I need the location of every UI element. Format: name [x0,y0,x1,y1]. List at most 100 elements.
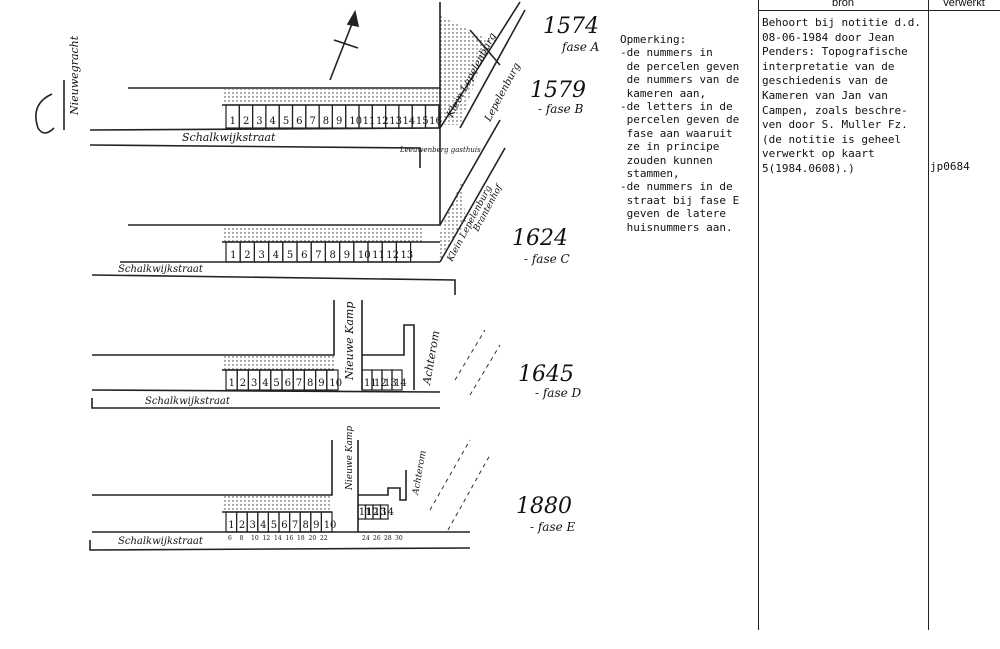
house-number: 24 [362,535,370,542]
parcel-cell [424,104,440,129]
parcel-number: 7 [315,250,321,261]
phase-year-b: 1579 [530,78,586,103]
header-verwerkt: verwerkt [943,0,985,9]
table-divider-left [758,0,759,630]
parcel-number: 13 [389,116,402,127]
parcel-number: 5 [283,116,289,127]
phase-year-e: 1880 [516,494,572,519]
parcel-number: 3 [256,116,262,127]
house-number: 16 [286,535,294,542]
parcel-number: 7 [296,378,302,389]
parcel-number: 4 [270,116,276,127]
parcel-number: 16 [429,116,442,127]
parcel-number: 15 [416,116,429,127]
house-number: 22 [320,535,328,542]
parcel-number: 12 [376,116,389,127]
parcel-cell [391,369,403,391]
parcel-number: 11 [359,507,372,518]
parcel-number: 1 [230,116,236,127]
parcel-number: 12 [366,507,379,518]
north-arrow [329,9,360,81]
house-number: 26 [373,535,381,542]
house-number: 8 [240,535,244,542]
house-number: 6 [228,535,232,542]
phase-year-d: 1645 [518,362,574,387]
parcel-cell [320,511,333,533]
parcel-cell [379,504,389,520]
phase-label-b: - fase B [538,102,584,116]
label-nieuwe-kamp-e: Nieuwe Kamp [345,426,355,491]
parcel-number: 10 [358,250,371,261]
house-number: 28 [384,535,392,542]
parcel-number: 2 [244,250,250,261]
parcel-number: 9 [344,250,350,261]
parcel-number: 8 [323,116,329,127]
parcel-number: 8 [330,250,336,261]
canal-mark [35,93,55,134]
phase-label-a: fase A [562,40,600,54]
parcel-number: 13 [384,378,397,389]
phase-label-e: - fase E [530,520,576,534]
house-number: 18 [297,535,305,542]
parcel-number: 14 [394,378,407,389]
parcel-number: 4 [273,250,279,261]
parcel-number: 6 [285,378,291,389]
house-number: 12 [263,535,271,542]
parcel-number: 1 [229,378,235,389]
parcel-number: 9 [318,378,324,389]
house-number: 10 [251,535,259,542]
parcel-number: 3 [251,378,257,389]
parcel-number: 3 [250,520,256,531]
label-achterom-e: Achterom [411,450,429,497]
parcel-number: 8 [307,378,313,389]
house-number: 30 [395,535,403,542]
parcel-number: 5 [271,520,277,531]
parcel-number: 8 [303,520,309,531]
label-leeuwenberg: Leeuwenberg gasthuis [399,146,481,154]
parcel-number: 10 [329,378,342,389]
street-label-schalkwijkstraat-e: Schalkwijkstraat [118,536,204,547]
parcel-number: 2 [239,520,245,531]
remark-note: Opmerking: -de nummers in de percelen ge… [620,33,740,234]
parcel-number: 11 [363,116,376,127]
parcel-number: 4 [260,520,266,531]
parcel-number: 14 [381,507,394,518]
parcel-number: 14 [403,116,416,127]
header-bron: bron [831,0,855,9]
parcel-number: 9 [313,520,319,531]
parcel-number: 7 [309,116,315,127]
parcel-number: 2 [240,378,246,389]
phase-label-d: - fase D [535,386,582,400]
label-lepelenburg: Lepelenburg [482,61,522,124]
parcel-number: 6 [296,116,302,127]
parcel-number: 1 [230,250,236,261]
street-label-schalkwijkstraat-b: Schalkwijkstraat [182,131,276,144]
house-number: 14 [274,535,282,542]
label-nieuwe-kamp-d: Nieuwe Kamp [343,302,356,381]
parcel-number: 2 [243,116,249,127]
parcel-cell [326,369,339,391]
parcel-number: 7 [292,520,298,531]
parcel-number: 4 [262,378,268,389]
label-achterom-d: Achterom [420,330,442,387]
phase-label-c: - fase C [524,252,570,266]
phase-year-a: 1574 [543,14,599,39]
parcel-number: 13 [401,250,414,261]
parcel-number: 9 [336,116,342,127]
parcel-number: 12 [386,250,399,261]
table-divider-mid [928,0,929,630]
street-label-schalkwijkstraat-d: Schalkwijkstraat [145,396,231,407]
verwerkt-ref: jp0684 [930,160,970,173]
parcel-number: 13 [374,507,387,518]
house-number: 20 [309,535,317,542]
parcel-number: 5 [287,250,293,261]
parcel-number: 5 [273,378,279,389]
parcel-number: 3 [259,250,265,261]
parcel-number: 11 [364,378,377,389]
parcel-number: 11 [372,250,385,261]
parcel-number: 12 [374,378,387,389]
street-label-nieuwegracht: Nieuwegracht [68,35,81,116]
parcel-number: 10 [349,116,362,127]
parcel-number: 6 [301,250,307,261]
